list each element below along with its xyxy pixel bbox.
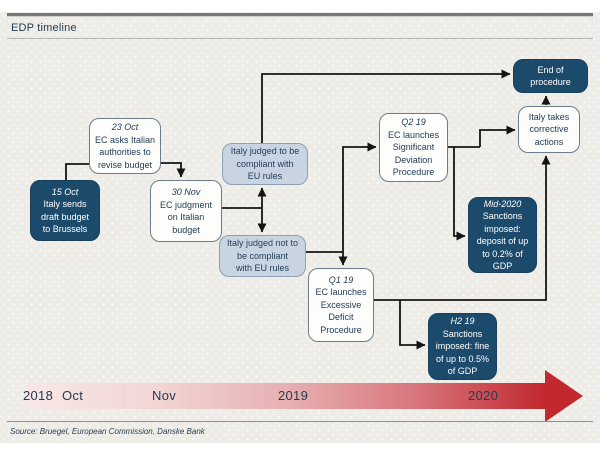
box-q1-19-text-line: EC launches [315,287,367,298]
box-q1-19-text-line: Procedure [320,324,362,335]
box-h2-19-text-line: of up to 0.5% [435,353,490,364]
box-judged-compliant-text-line: Italy judged to be [230,146,300,157]
box-h2-19-text-line: imposed: fine [435,341,490,352]
timeline-arrowhead [545,370,583,422]
box-23-oct-text-line: revise budget [97,159,153,170]
box-q2-19-text-line: Significant [392,142,435,153]
edge-15oct-to-23oct [65,163,89,181]
box-mid-2020-text-line: to 0.2% of [482,248,523,259]
timeline-label-oct: Oct [62,388,84,403]
box-15-oct-text-line: to Brussels [42,224,88,234]
edge-q219-to-corrective [479,125,516,147]
bottom-rule [7,421,593,422]
box-h2-19-text-line: Sanctions [442,328,483,339]
box-15-oct-date: 15 Oct [51,186,79,197]
edge-compliant-to-end [261,69,511,143]
timeline-arrow [25,370,583,422]
box-end-of-procedure-text-line: procedure [530,77,571,87]
box-mid-2020-text-line: deposit of up [476,236,529,246]
timeline-label-2020: 2020 [468,388,499,403]
box-judged-not-compliant-text-line: Italy judged not to [226,238,299,249]
box-end-of-procedure: End of procedure [513,59,588,93]
title-rule [7,38,593,39]
top-rule [7,13,593,17]
box-judged-not-compliant-text-line: with EU rules [235,263,289,274]
box-q1-19-text-line: Deficit [328,312,354,323]
edge-branch-to-h219 [399,300,426,350]
box-30-nov: 30 Nov EC judgment on Italian budget [150,180,222,242]
box-q1-19-text-line: Excessive [320,299,362,310]
edge-q119-to-corrective [374,155,551,301]
source-note: Source: Bruegel, European Commission, Da… [10,427,205,436]
box-23-oct: 23 Oct EC asks Italian authorities to revis… [89,118,161,174]
box-corrective-actions-text-line: actions [534,136,564,147]
edge-down-to-mid2020 [453,147,466,241]
box-30-nov-text-line: budget [172,224,200,235]
box-q1-19-date: Q1 19 [328,274,354,285]
box-end-of-procedure-text-line: End of [537,64,564,75]
box-q2-19-text-line: EC launches [387,129,440,140]
box-15-oct-text-line: Italy sends [43,199,87,209]
figure-title: EDP timeline [11,22,77,34]
box-30-nov-text-line: EC judgment [159,199,213,210]
box-judged-compliant-text-line: EU rules [247,171,283,182]
connector-lines [65,69,551,350]
box-15-oct-text-line: draft budget [40,211,90,222]
box-mid-2020-text-line: imposed: [484,223,521,234]
box-30-nov-text-line: on Italian [167,212,205,222]
box-h2-19-date: H2 19 [450,316,475,327]
edge-up-to-q219 [342,142,377,252]
box-q2-19-text-line: Deviation [394,154,433,165]
timeline-label-2018: 2018 [23,388,54,403]
timeline-label-2019: 2019 [278,388,309,403]
box-30-nov-date: 30 Nov [171,187,201,197]
box-mid-2020-text-line: GDP [492,261,513,271]
box-q2-19-text-line: Procedure [392,167,435,178]
box-23-oct-text-line: authorities to [99,147,151,157]
box-corrective-actions-text-line: Italy takes [528,111,570,122]
edge-23oct-to-30nov [160,162,186,178]
timeline-label-nov: Nov [152,388,177,403]
box-judged-not-compliant-text-line: be compliant [236,250,289,261]
box-23-oct-date: 23 Oct [111,122,139,132]
timeline-band [25,383,545,409]
box-mid-2020-text-line: Sanctions [482,211,523,221]
box-mid-2020-date: Mid-2020 [483,198,522,209]
box-h2-19-text-line: of GDP [447,366,478,377]
box-23-oct-text-line: EC asks Italian [94,134,156,145]
box-corrective-actions-text-line: corrective [529,124,569,135]
box-q2-19-date: Q2 19 [401,117,426,128]
box-judged-compliant-text-line: compliant with [236,158,294,169]
